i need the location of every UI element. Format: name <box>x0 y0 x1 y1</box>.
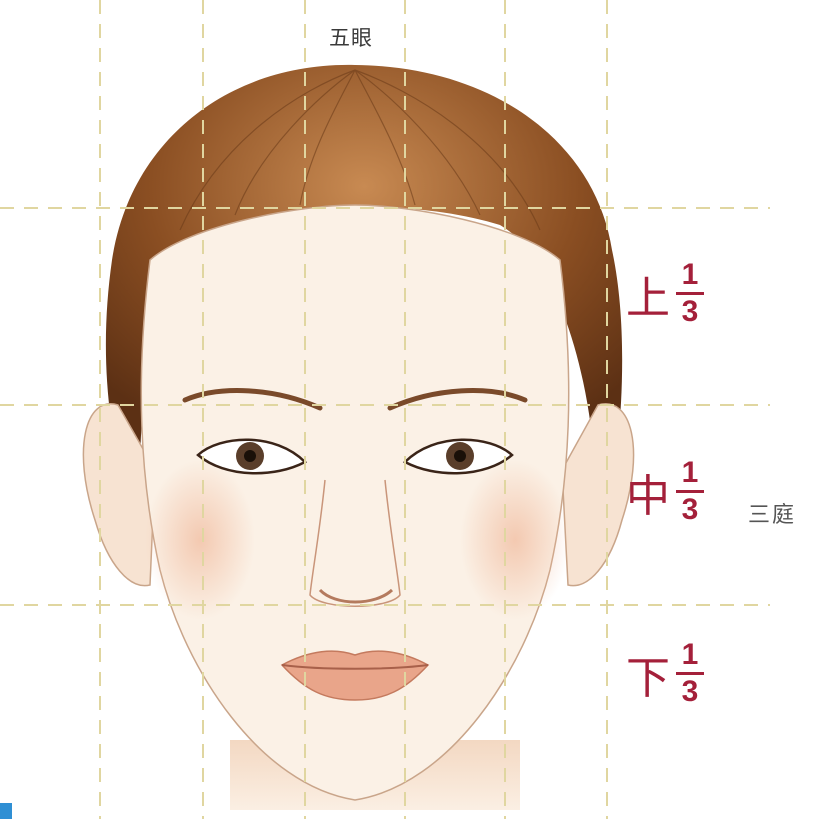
lower-third-denominator: 3 <box>682 677 699 707</box>
middle-third-char: 中 <box>626 460 670 524</box>
lower-third-label: 下 1 3 <box>626 640 704 707</box>
upper-third-numerator: 1 <box>682 260 699 290</box>
upper-third-fraction: 1 3 <box>676 260 704 327</box>
three-courts-label: 三庭 <box>748 497 796 529</box>
lower-third-char: 下 <box>626 642 670 706</box>
middle-third-denominator: 3 <box>682 495 699 525</box>
upper-third-char: 上 <box>626 262 670 326</box>
middle-third-numerator: 1 <box>682 458 699 488</box>
lower-third-numerator: 1 <box>682 640 699 670</box>
right-ear <box>562 404 634 586</box>
five-eyes-label: 五眼 <box>329 22 373 52</box>
upper-third-label: 上 1 3 <box>626 260 704 327</box>
upper-third-denominator: 3 <box>682 297 699 327</box>
corner-accent <box>0 803 12 819</box>
middle-third-label: 中 1 3 <box>626 458 704 525</box>
lower-third-fraction: 1 3 <box>676 640 704 707</box>
middle-third-fraction: 1 3 <box>676 458 704 525</box>
